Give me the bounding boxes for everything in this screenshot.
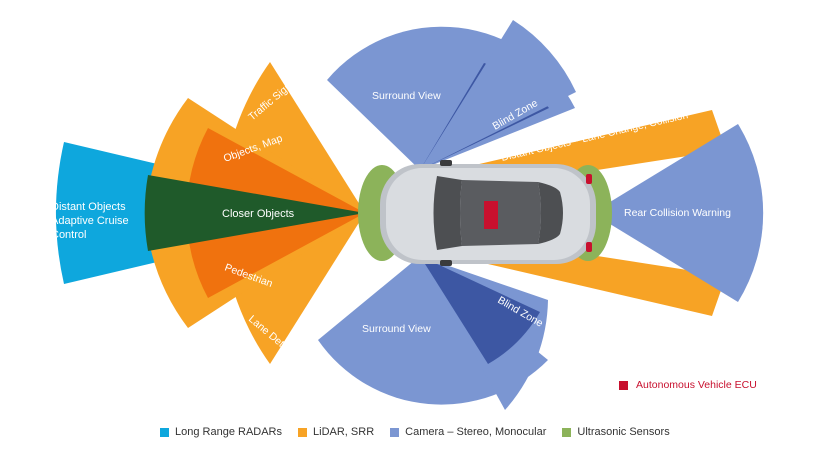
surround-top-label: Surround View (372, 90, 441, 102)
closer-objects-label: Closer Objects (222, 208, 295, 220)
legend-label: Ultrasonic Sensors (577, 426, 670, 438)
long-range-label-2: Adaptive Cruise (51, 215, 129, 227)
car-mirror-top (440, 160, 452, 166)
ecu-swatch (619, 380, 628, 390)
legend-item: LiDAR, SRR (298, 426, 374, 438)
legend-swatch (298, 427, 308, 437)
ecu-legend: Autonomous Vehicle ECU (619, 379, 757, 391)
rear-collision-zone (592, 124, 764, 302)
long-range-label-1: Distant Objects (51, 201, 126, 213)
legend-item: Ultrasonic Sensors (562, 426, 670, 438)
car-rear-window (538, 182, 563, 244)
legend-label: Camera – Stereo, Monocular (405, 426, 547, 438)
blind-zone-bottom (420, 256, 540, 364)
legend-item: Camera – Stereo, Monocular (390, 426, 546, 438)
surround-bottom-label: Surround View (362, 323, 431, 335)
legend-swatch (562, 427, 572, 437)
car-mirror-bottom (440, 260, 452, 266)
legend-label: LiDAR, SRR (313, 426, 375, 438)
legend-swatch (160, 427, 169, 437)
car-taillight-bottom (586, 242, 592, 252)
car-taillight-top (586, 174, 592, 184)
ecu-label: Autonomous Vehicle ECU (636, 379, 757, 391)
ecu-marker (484, 201, 498, 229)
long-range-label-3: Control (51, 229, 86, 241)
legend: Long Range RADARs LiDAR, SRR Camera – Ster… (160, 426, 670, 438)
legend-label: Long Range RADARs (175, 426, 283, 438)
legend-item: Long Range RADARs (160, 426, 282, 438)
car-windshield (433, 176, 462, 250)
blind-zone-top-outer (420, 20, 576, 170)
legend-swatch (390, 427, 400, 437)
rear-collision-label: Rear Collision Warning (624, 207, 731, 219)
closer-objects-zone (144, 175, 365, 251)
car-roof (460, 180, 541, 246)
car (380, 160, 596, 266)
